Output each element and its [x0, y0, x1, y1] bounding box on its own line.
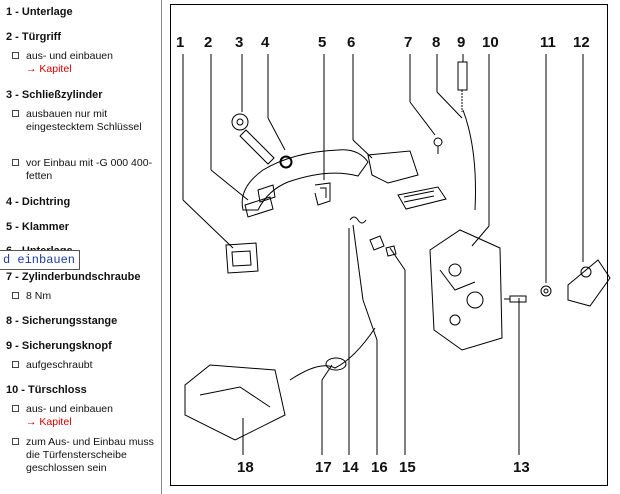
tooltip: d einbauen: [0, 250, 81, 270]
legend-item-7: 7 - Zylinderbundschraube: [6, 271, 141, 283]
callout-10: 10: [482, 34, 499, 51]
subitem-text: aufgeschraubt: [26, 359, 93, 371]
bullet-icon: [12, 159, 19, 166]
callout-3: 3: [235, 34, 244, 51]
legend-subitem: aus- und einbauen → Kapitel: [12, 403, 160, 429]
legend-subitem: zum Aus- und Einbau muss die Türfensters…: [12, 436, 160, 475]
callout-1: 1: [176, 34, 185, 51]
bullet-icon: [12, 292, 19, 299]
callout-2: 2: [204, 34, 213, 51]
subitem-text: aus- und einbauen: [26, 50, 113, 62]
bullet-icon: [12, 361, 19, 368]
subitem-text: 8 Nm: [26, 290, 52, 302]
legend-item-10: 10 - Türschloss: [6, 384, 87, 396]
callout-11: 11: [540, 34, 556, 51]
legend-item-9: 9 - Sicherungsknopf: [6, 340, 112, 352]
bullet-icon: [12, 438, 19, 445]
subitem-text: vor Einbau mit -G 000 400- fetten: [26, 157, 153, 182]
legend-subitem: aufgeschraubt: [12, 359, 160, 372]
subitem-text: ausbauen nur mit eingestecktem Schlüssel: [26, 108, 142, 133]
figure-frame: [170, 4, 608, 486]
legend-item-2: 2 - Türgriff: [6, 31, 61, 43]
legend-subitem: aus- und einbauen → Kapitel: [12, 50, 160, 76]
legend-subitem: 8 Nm: [12, 290, 160, 303]
legend-subitem: ausbauen nur mit eingestecktem Schlüssel: [12, 108, 160, 134]
legend-item-8: 8 - Sicherungsstange: [6, 315, 118, 327]
callout-8: 8: [432, 34, 441, 51]
subitem-text: zum Aus- und Einbau muss die Türfensters…: [26, 436, 154, 474]
callout-9: 9: [457, 34, 466, 51]
callout-14: 14: [342, 459, 359, 476]
callout-6: 6: [347, 34, 356, 51]
kapitel-link[interactable]: → Kapitel: [26, 416, 72, 428]
callout-18: 18: [237, 459, 254, 476]
bullet-icon: [12, 110, 19, 117]
kapitel-link[interactable]: → Kapitel: [26, 63, 72, 75]
panel-divider: [161, 0, 162, 494]
subitem-text: aus- und einbauen: [26, 403, 113, 415]
parts-legend-panel: 1 - Unterlage 2 - Türgriff aus- und einb…: [0, 0, 162, 494]
legend-item-5: 5 - Klammer: [6, 221, 69, 233]
callout-4: 4: [261, 34, 270, 51]
callout-7: 7: [404, 34, 413, 51]
callout-15: 15: [399, 459, 416, 476]
legend-item-1: 1 - Unterlage: [6, 6, 73, 18]
bullet-icon: [12, 405, 19, 412]
legend-subitem: vor Einbau mit -G 000 400- fetten: [12, 157, 160, 183]
callout-17: 17: [315, 459, 332, 476]
legend-item-3: 3 - Schließzylinder: [6, 89, 103, 101]
legend-item-4: 4 - Dichtring: [6, 196, 71, 208]
callout-13: 13: [513, 459, 530, 476]
callout-16: 16: [371, 459, 388, 476]
callout-5: 5: [318, 34, 327, 51]
bullet-icon: [12, 52, 19, 59]
callout-12: 12: [573, 34, 590, 51]
